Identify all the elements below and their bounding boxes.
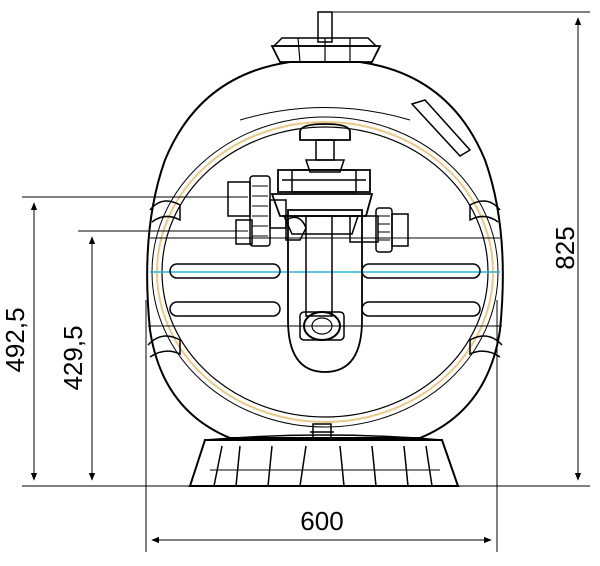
dim-label-outlet-height: 429,5 bbox=[58, 325, 88, 390]
dim-label-inlet-height: 492,5 bbox=[0, 307, 30, 372]
drain-valve-icon bbox=[310, 423, 334, 441]
dim-width bbox=[145, 300, 498, 552]
multiport-valve bbox=[227, 123, 409, 253]
center-window bbox=[287, 209, 363, 373]
dim-label-width: 600 bbox=[300, 506, 343, 536]
top-lid bbox=[270, 11, 382, 63]
base-stand bbox=[188, 434, 460, 487]
dim-outlet-height bbox=[78, 230, 248, 481]
dim-inlet-height bbox=[22, 196, 248, 481]
dim-label-total-height: 825 bbox=[550, 226, 580, 269]
tank-body bbox=[146, 61, 504, 439]
